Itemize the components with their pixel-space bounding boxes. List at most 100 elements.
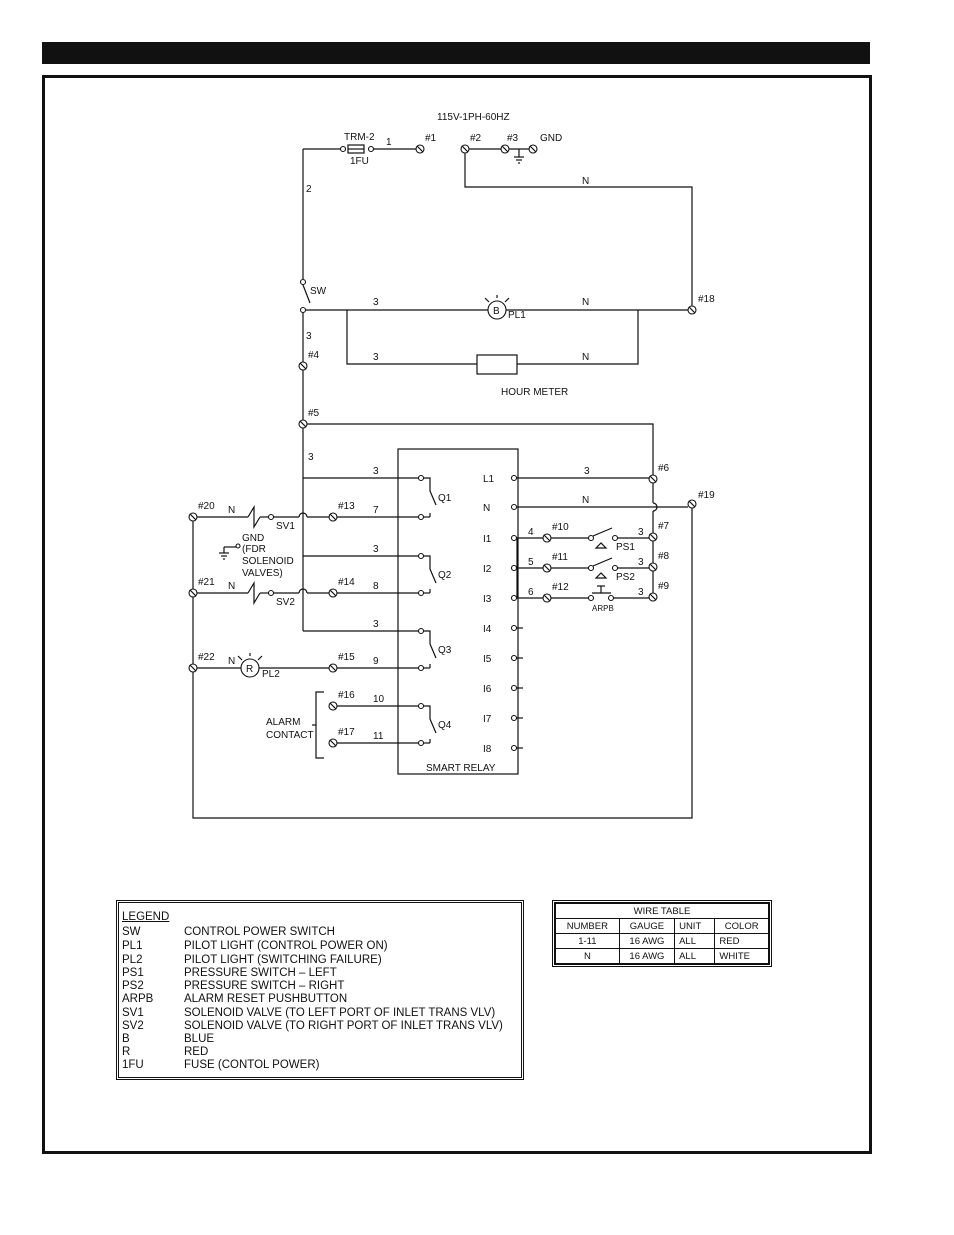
svg-text:6: 6 bbox=[528, 587, 534, 598]
svg-text:#14: #14 bbox=[338, 577, 355, 588]
legend-title: LEGEND bbox=[122, 911, 170, 923]
relay-q3: Q3 bbox=[438, 645, 452, 656]
svg-text:CONTACT: CONTACT bbox=[266, 730, 314, 741]
svg-text:11: 11 bbox=[373, 731, 384, 742]
column-header: UNIT bbox=[674, 918, 716, 934]
svg-text:N: N bbox=[582, 352, 589, 363]
svg-text:SOLENOID: SOLENOID bbox=[242, 556, 294, 567]
svg-text:ARPB: ARPB bbox=[592, 604, 614, 613]
terminal-19: #19 bbox=[687, 490, 715, 509]
svg-text:#9: #9 bbox=[658, 581, 670, 592]
hour-meter-label: HOUR METER bbox=[501, 387, 568, 398]
svg-text:I5: I5 bbox=[483, 654, 492, 665]
svg-text:8: 8 bbox=[373, 581, 379, 592]
svg-text:#21: #21 bbox=[198, 577, 215, 588]
terminal-6: #6 bbox=[648, 463, 670, 484]
svg-text:7: 7 bbox=[373, 505, 379, 516]
svg-text:3: 3 bbox=[638, 527, 644, 538]
svg-text:3: 3 bbox=[373, 352, 379, 363]
terminal-18: #18 bbox=[687, 294, 715, 315]
relay-q2: Q2 bbox=[438, 570, 452, 581]
svg-text:N: N bbox=[228, 656, 235, 667]
svg-text:4: 4 bbox=[528, 527, 534, 538]
svg-text:B: B bbox=[493, 306, 500, 317]
ground-icon bbox=[219, 546, 236, 560]
terminal-3: #3 bbox=[500, 133, 519, 154]
supply-label: 115V-1PH-60HZ bbox=[437, 112, 510, 123]
terminal-7: #7 bbox=[648, 521, 670, 542]
svg-text:PS1: PS1 bbox=[616, 542, 635, 553]
wire-table: WIRE TABLE NUMBER GAUGE UNIT COLOR 1-11 … bbox=[552, 900, 772, 967]
svg-text:#7: #7 bbox=[658, 521, 670, 532]
column-header: COLOR bbox=[714, 918, 769, 934]
svg-text:N: N bbox=[228, 581, 235, 592]
svg-text:SV2: SV2 bbox=[276, 597, 295, 608]
relay-input-l1: L1 bbox=[483, 474, 518, 485]
relay-input-i6: I6 bbox=[483, 684, 523, 695]
relay-input-i7: I7 bbox=[483, 714, 523, 725]
pilot-light-pl2: R bbox=[237, 653, 263, 678]
svg-text:3: 3 bbox=[638, 587, 644, 598]
ground-icon bbox=[514, 149, 524, 164]
svg-text:#2: #2 bbox=[470, 133, 482, 144]
svg-text:SV1: SV1 bbox=[276, 521, 295, 532]
relay-input-i2: I2 bbox=[483, 564, 518, 575]
column-header: GAUGE bbox=[618, 918, 676, 934]
control-switch bbox=[302, 284, 311, 304]
fuse-name: 1FU bbox=[350, 156, 369, 167]
svg-text:5: 5 bbox=[528, 557, 534, 568]
svg-text:#20: #20 bbox=[198, 501, 215, 512]
terminal-gnd: GND bbox=[528, 133, 562, 154]
svg-text:VALVES): VALVES) bbox=[242, 568, 283, 579]
terminal-2: #2 bbox=[460, 133, 482, 154]
svg-text:N: N bbox=[582, 297, 589, 308]
pressure-switch-ps1 bbox=[592, 527, 613, 537]
relay-input-i1: I1 bbox=[483, 534, 518, 545]
table-row: 1-11 16 AWG ALL RED bbox=[555, 933, 769, 949]
gnd-note: GND bbox=[242, 533, 264, 544]
svg-text:#10: #10 bbox=[552, 522, 569, 533]
pilot-light-pl1: B bbox=[484, 295, 510, 320]
svg-text:#12: #12 bbox=[552, 582, 569, 593]
svg-text:2: 2 bbox=[306, 184, 312, 195]
svg-text:I7: I7 bbox=[483, 714, 492, 725]
diagram-frame bbox=[42, 75, 872, 1154]
relay-q1: Q1 bbox=[438, 493, 452, 504]
svg-text:PS2: PS2 bbox=[616, 572, 635, 583]
terminal-8: #8 bbox=[648, 551, 670, 572]
alarm-contact-label: ALARM bbox=[266, 717, 300, 728]
terminal-15: #15 bbox=[328, 652, 355, 673]
svg-text:3: 3 bbox=[373, 544, 379, 555]
svg-text:GND: GND bbox=[540, 133, 562, 144]
fuse-tag: TRM-2 bbox=[344, 132, 375, 143]
svg-text:I3: I3 bbox=[483, 594, 492, 605]
switch-label: SW bbox=[310, 286, 327, 297]
svg-text:I2: I2 bbox=[483, 564, 492, 575]
alarm-reset-pushbutton bbox=[592, 585, 611, 594]
column-header: NUMBER bbox=[555, 918, 620, 934]
hour-meter bbox=[476, 354, 518, 375]
relay-input-n: N bbox=[483, 503, 518, 514]
terminal-11: #11 bbox=[542, 552, 568, 573]
smart-relay-label: SMART RELAY bbox=[426, 763, 496, 774]
svg-text:#5: #5 bbox=[308, 408, 320, 419]
svg-text:PL1: PL1 bbox=[508, 310, 526, 321]
svg-text:I4: I4 bbox=[483, 624, 492, 635]
relay-input-i5: I5 bbox=[483, 654, 523, 665]
svg-text:3: 3 bbox=[373, 466, 379, 477]
smart-relay bbox=[397, 448, 519, 775]
header-bar bbox=[42, 42, 870, 64]
svg-text:N: N bbox=[483, 503, 490, 514]
terminal-12: #12 bbox=[542, 582, 569, 603]
